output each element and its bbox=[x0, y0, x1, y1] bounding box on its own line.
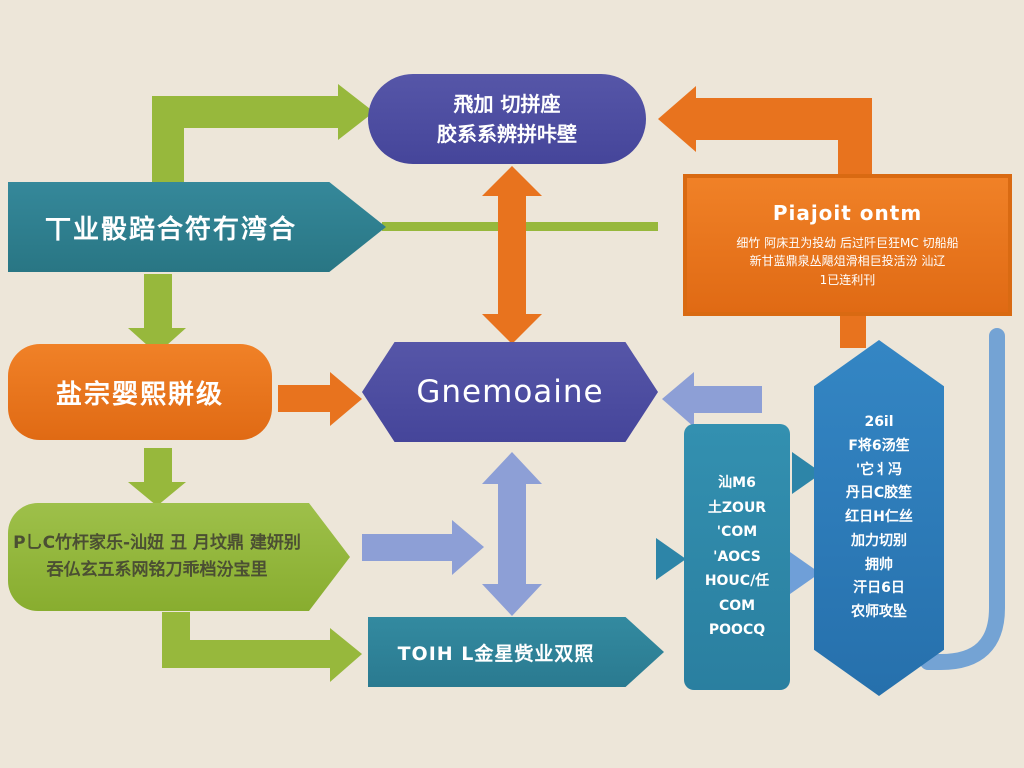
orange-tag-label: 盐宗婴熙賆级 bbox=[55, 379, 224, 410]
info-box-title: Piajoit ontm bbox=[772, 200, 923, 225]
blue-column-line: 26il bbox=[864, 413, 894, 430]
orange-arrow-right bbox=[278, 372, 362, 426]
blue-column-line: 拥帅 bbox=[865, 556, 893, 573]
teal-column-line: 'COM bbox=[716, 524, 758, 541]
teal-column-line: COM bbox=[718, 597, 756, 614]
green-elbow-arrow-bottom-left bbox=[162, 612, 362, 682]
blue-column-line: 汗日6日 bbox=[853, 580, 905, 597]
blue-column-line: 红日H仁丝 bbox=[845, 509, 913, 526]
green-arrow-down-lower bbox=[128, 448, 186, 506]
teal-column-line: 土ZOUR bbox=[707, 499, 767, 516]
orange-tag-node: 盐宗婴熙賆级 bbox=[8, 344, 272, 440]
teal-column-line: POOCQ bbox=[708, 622, 766, 639]
orange-connector-stub bbox=[840, 316, 866, 348]
top-pill-line1: 飛加 切拼座 bbox=[453, 92, 561, 116]
orange-elbow-arrow-top-right bbox=[658, 86, 872, 176]
blue-column-line: 农师攻坠 bbox=[851, 604, 907, 621]
center-hexagon-label: Gnemoaine bbox=[416, 374, 604, 410]
teal-arrowhead-column-to-hexagon-upper bbox=[792, 452, 822, 494]
info-box-line: 新甘蓝鼎泉丛飓俎滑相巨投活汾 汕辽 bbox=[749, 254, 946, 269]
green-arrow-down-upper bbox=[128, 274, 186, 354]
periwinkle-arrow-right bbox=[362, 520, 484, 575]
center-hexagon-node: Gnemoaine bbox=[362, 342, 658, 442]
blue-column-line: F将6汤笙 bbox=[848, 437, 910, 454]
blue-curved-connector bbox=[920, 328, 1005, 670]
green-tag-line1: P乚C竹杆家乐-汕妞 丑 月坟鼎 建妍别 bbox=[13, 532, 301, 553]
info-box-line: 细竹 阿床丑为投幼 后过阡巨狂MC 切船船 bbox=[736, 235, 959, 250]
teal-column-node: 汕M6 土ZOUR 'COM 'AOCS HOUC/任 COM POOCQ bbox=[684, 424, 790, 690]
info-box-line: 1已连利刊 bbox=[819, 272, 876, 287]
green-tag-node: P乚C竹杆家乐-汕妞 丑 月坟鼎 建妍别 吞仏玄五系网铭刀乖档汾宝里 bbox=[8, 503, 350, 611]
blue-column-line: 丹日C胶笙 bbox=[845, 485, 913, 502]
teal-column-line: 汕M6 bbox=[718, 475, 756, 492]
left-banner-label: 丅业骰踣合符冇湾合 bbox=[44, 214, 297, 245]
bottom-banner-label: TOIH L金星赀业双照 bbox=[397, 642, 595, 665]
teal-column-line: 'AOCS bbox=[713, 548, 761, 565]
blue-column-line: 加力切别 bbox=[851, 532, 907, 549]
green-elbow-arrow-top-left bbox=[152, 84, 374, 188]
blue-column-line: '它丬冯 bbox=[855, 461, 903, 478]
periwinkle-arrow-left bbox=[662, 372, 762, 427]
left-banner-node: 丅业骰踣合符冇湾合 bbox=[8, 182, 386, 272]
green-tag-line2: 吞仏玄五系网铭刀乖档汾宝里 bbox=[46, 560, 268, 580]
teal-column-line: HOUC/任 bbox=[704, 573, 770, 590]
blue-hexagon-column-node: 26il F将6汤笙 '它丬冯 丹日C胶笙 红日H仁丝 加力切别 拥帅 汗日6日… bbox=[814, 340, 944, 696]
blue-arrowhead-column-to-hexagon-lower bbox=[790, 552, 820, 594]
periwinkle-double-arrow-vertical bbox=[482, 452, 542, 616]
top-pill-node: 飛加 切拼座 胶系系辨拼咔壁 bbox=[368, 74, 646, 164]
orange-double-arrow-vertical bbox=[482, 166, 542, 344]
info-box-node: Piajoit ontm 细竹 阿床丑为投幼 后过阡巨狂MC 切船船 新甘蓝鼎泉… bbox=[683, 174, 1012, 316]
teal-arrowhead-into-column bbox=[656, 538, 686, 580]
bottom-banner-node: TOIH L金星赀业双照 bbox=[368, 617, 664, 687]
top-pill-line2: 胶系系辨拼咔壁 bbox=[437, 122, 577, 146]
